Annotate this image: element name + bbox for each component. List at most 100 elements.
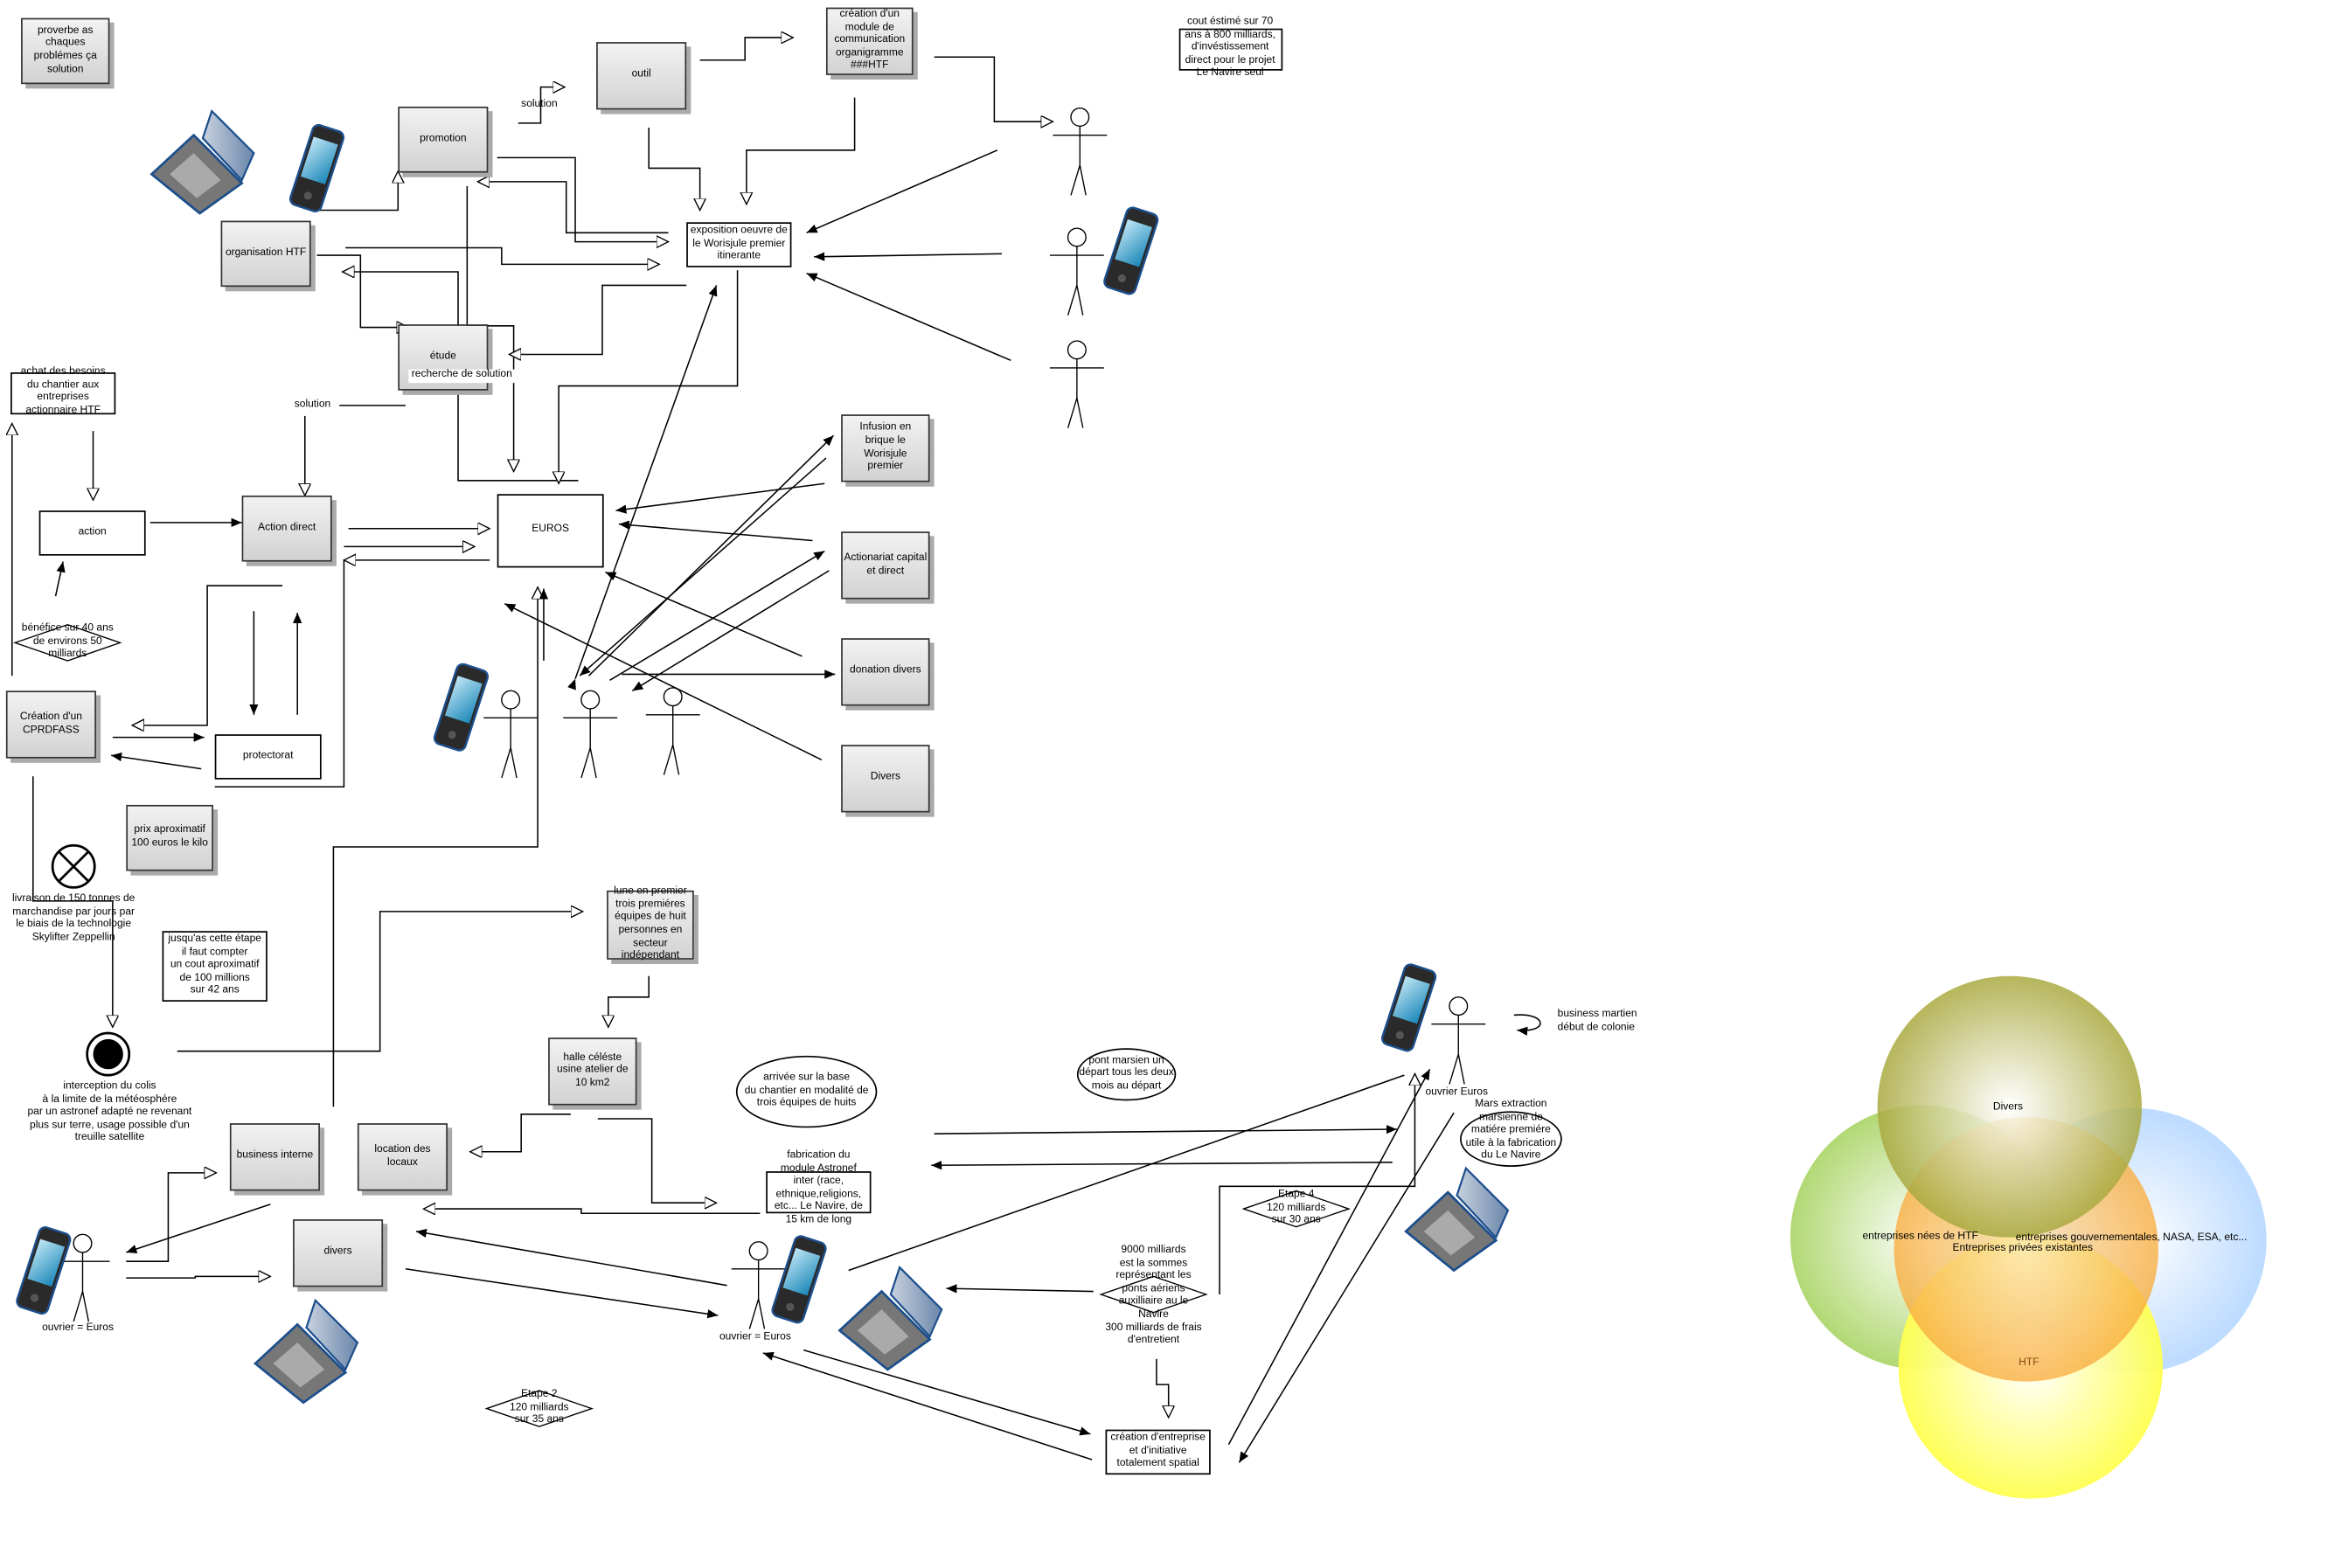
- node-action[interactable]: action: [38, 510, 146, 556]
- livraison-label: livraison de 150 tonnes de marchandise p…: [11, 893, 136, 943]
- connector: [848, 1074, 1405, 1272]
- connector-lines: [12, 38, 1541, 1463]
- connector: [618, 520, 813, 542]
- connector: [946, 1284, 1094, 1294]
- venn-label-gov: entreprises gouvernementales, NASA, ESA,…: [2015, 1232, 2248, 1244]
- smartphone-icon: [769, 1234, 830, 1325]
- connector: [497, 156, 669, 241]
- node-prix[interactable]: prix aproximatif 100 euros le kilo: [126, 804, 213, 871]
- etude-label: étude: [429, 351, 456, 363]
- connector: [126, 1173, 216, 1262]
- node-exposition[interactable]: exposition oeuvre de le Worisjule premie…: [686, 222, 792, 267]
- connector: [316, 254, 409, 327]
- connector: [608, 975, 650, 1027]
- decision-diamond-etape2: [484, 1390, 594, 1427]
- node-achat-frame[interactable]: [10, 372, 116, 415]
- connector: [126, 1276, 270, 1278]
- connector: [806, 149, 998, 234]
- stick-figure-icon: [562, 690, 618, 779]
- connector: [609, 550, 825, 681]
- connector: [597, 1118, 717, 1203]
- laptop-icon: [838, 1266, 943, 1371]
- ellipse-mars-frame[interactable]: [1459, 1111, 1562, 1167]
- connector: [32, 776, 113, 1027]
- note-jusqu-etape[interactable]: jusqu'as cette étape il faut compter un …: [162, 931, 268, 1002]
- stick-figure-icon: [1049, 227, 1105, 316]
- connector: [315, 171, 398, 212]
- connector: [803, 1349, 1091, 1436]
- decision-diamond-9000: [1099, 1275, 1208, 1314]
- node-infusion[interactable]: Infusion en brique le Worisjule premier: [841, 414, 930, 482]
- ouvrier-label-3: ouvrier Euros: [1425, 1086, 1489, 1098]
- node-action-direct[interactable]: Action direct: [241, 495, 332, 562]
- decision-diamond-etape4: [1241, 1190, 1351, 1228]
- connector: [111, 752, 202, 770]
- laptop-icon: [1404, 1167, 1510, 1272]
- stick-figure-icon: [483, 690, 539, 779]
- connector: [587, 434, 835, 676]
- node-fabrication-label: fabrication du module Astronef inter (ra…: [774, 1150, 863, 1225]
- connector: [424, 1209, 761, 1213]
- smartphone-icon: [287, 122, 347, 213]
- node-protectorat[interactable]: protectorat: [214, 734, 322, 780]
- node-promotion[interactable]: promotion: [398, 106, 489, 173]
- venn-label-divers: Divers: [1992, 1102, 2024, 1114]
- venn-circle-olive: [1877, 975, 2143, 1238]
- node-cprdfass[interactable]: Création d'un CPRDFASS: [5, 690, 96, 759]
- mars-extraction-label: Mars extraction marsienne de matiére pre…: [1465, 1099, 1557, 1162]
- etape4-label: Etape 4 120 milliards sur 30 ans: [1266, 1189, 1326, 1226]
- connector: [509, 284, 687, 354]
- stick-figure-icon: [1049, 340, 1105, 429]
- smartphone-icon: [431, 662, 491, 753]
- ouvrier-label-2: ouvrier = Euros: [719, 1331, 791, 1343]
- note-cout-label: cout éstimé sur 70 ans à 800 milliards, …: [1185, 16, 1275, 79]
- etape2-label: Etape 2 120 milliards sur 35 ans: [510, 1389, 569, 1426]
- etude-sublabel: recherche de solution: [408, 369, 516, 383]
- smartphone-icon: [1379, 962, 1439, 1053]
- connector: [931, 1161, 1393, 1170]
- stick-figure-icon: [1430, 996, 1486, 1086]
- node-creation-module[interactable]: création d'un module de communication or…: [825, 7, 914, 75]
- connector: [1219, 1073, 1414, 1295]
- connector: [747, 97, 856, 205]
- connector: [934, 1124, 1397, 1134]
- self-loop-arrow: [1513, 1014, 1541, 1036]
- connector: [504, 602, 823, 761]
- connector: [405, 1268, 719, 1319]
- interception-label: interception du colis à la limite de la …: [27, 1081, 192, 1144]
- connector: [345, 246, 659, 264]
- node-halle[interactable]: halle céléste usine atelier de 10 km2: [548, 1037, 637, 1106]
- connector: [1227, 1068, 1431, 1446]
- node-location[interactable]: location des locaux: [357, 1123, 448, 1191]
- note-proverbe[interactable]: proverbe as chaques problémes ça solutio…: [21, 17, 110, 85]
- note-cout-frame[interactable]: [1178, 28, 1283, 71]
- connector: [567, 285, 718, 690]
- node-actionariat[interactable]: Actionariat capital et direct: [841, 531, 930, 600]
- final-state-icon: [86, 1031, 131, 1077]
- smartphone-icon: [13, 1225, 73, 1316]
- node-donation[interactable]: donation divers: [841, 638, 930, 706]
- node-creation-entreprise[interactable]: création d'entreprise et d'initiative to…: [1105, 1429, 1211, 1475]
- connector: [518, 87, 565, 124]
- node-euros[interactable]: EUROS: [497, 494, 604, 568]
- connector: [126, 1204, 271, 1253]
- solution-label-top: solution: [521, 99, 558, 110]
- stick-figure-icon: [1052, 108, 1108, 197]
- stick-figure-icon: [645, 687, 701, 776]
- node-organisation-htf[interactable]: organisation HTF: [220, 220, 311, 288]
- node-business-interne[interactable]: business interne: [229, 1123, 320, 1191]
- connector: [615, 482, 825, 514]
- connector: [477, 182, 669, 234]
- node-lune[interactable]: lune en premier trois premiéres équipes …: [607, 886, 694, 961]
- node-divers-bottom[interactable]: divers: [293, 1219, 384, 1287]
- ellipse-pont-marsien[interactable]: pont marsien un départ tous les deux moi…: [1076, 1048, 1177, 1101]
- node-divers-top[interactable]: Divers: [841, 745, 930, 813]
- venn-diagram: [1789, 975, 2267, 1499]
- venn-label-private: Entreprises privées existantes: [1952, 1243, 2093, 1254]
- venn-label-htf: HTF: [2019, 1357, 2040, 1369]
- node-fabrication-frame[interactable]: [766, 1171, 872, 1214]
- connector: [648, 128, 699, 210]
- ellipse-arrivee[interactable]: arrivée sur la base du chantier en modal…: [735, 1055, 878, 1128]
- x-circle-icon: [51, 843, 96, 889]
- node-outil[interactable]: outil: [596, 42, 687, 110]
